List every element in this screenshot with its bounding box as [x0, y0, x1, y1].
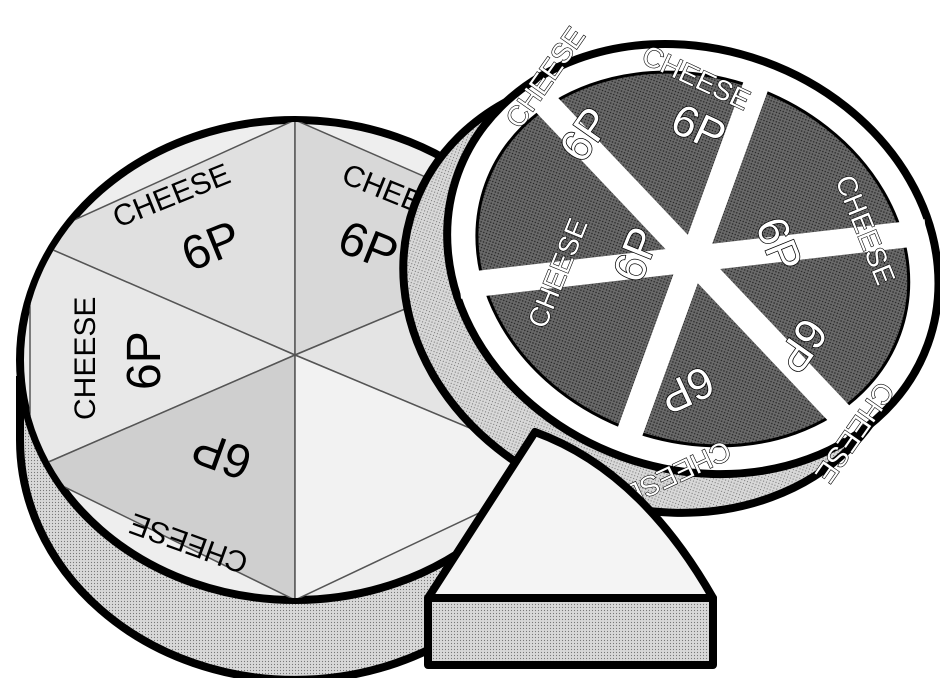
segment-count: 6P [118, 331, 171, 390]
right-cheese-box [399, 39, 940, 517]
cheese-wedge [424, 428, 717, 669]
segment-label: CHEESE [69, 297, 102, 420]
right-box-dividers [458, 71, 928, 447]
